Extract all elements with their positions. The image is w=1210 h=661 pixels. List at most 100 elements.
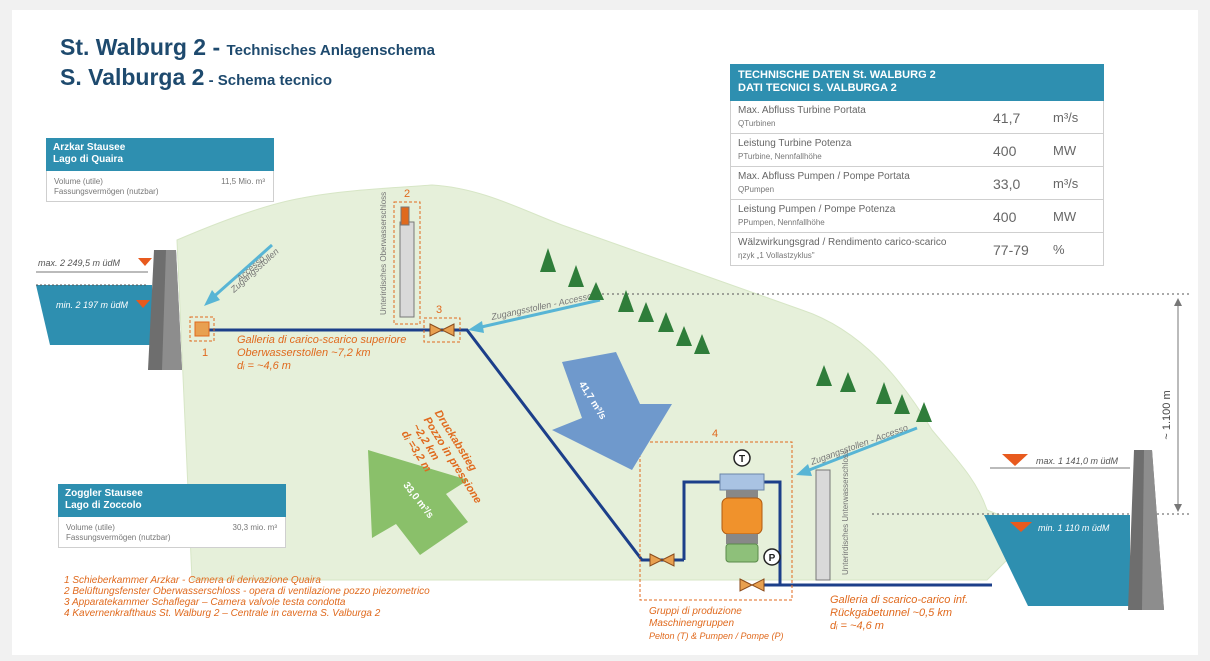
surge-tank-2-frame bbox=[393, 201, 421, 325]
upper-reservoir-row-2: Fassungsvermögen (nutzbar) bbox=[54, 187, 159, 196]
legend-item: 3 Apparatekammer Schaflegar – Camera val… bbox=[64, 597, 346, 608]
num-2: 2 bbox=[404, 188, 410, 200]
tech-row-unit: m³/s bbox=[1053, 110, 1079, 125]
lower-reservoir-row-2: Fassungsvermögen (nutzbar) bbox=[66, 533, 171, 542]
upper-reservoir-box: Arzkar Stausee Lago di Quaira Volume (ut… bbox=[46, 138, 274, 202]
upper-reservoir-name-de: Arzkar Stausee bbox=[53, 142, 126, 153]
upper-reservoir-volume: 11,5 Mio. m³ bbox=[221, 177, 265, 186]
upper-reservoir-name-it: Lago di Quaira bbox=[53, 154, 124, 165]
access-top-arrow bbox=[476, 298, 601, 330]
gallery-upper-line-3: dᵢ = ~4,6 m bbox=[237, 360, 291, 372]
tech-header-it: DATI TECNICI S. VALBURGA 2 bbox=[738, 82, 897, 94]
upper-reservoir-body: Volume (utile) Fassungsvermögen (nutzbar… bbox=[46, 171, 274, 202]
num-4: 4 bbox=[712, 428, 718, 440]
tech-row-label: Max. Abfluss Pumpen / Pompe Portata bbox=[738, 171, 910, 182]
upper-reservoir-row-1: Volume (utile) bbox=[54, 177, 103, 186]
tech-row: Leistung Turbine Potenza PTurbine, Nennf… bbox=[730, 134, 1104, 167]
pump-flow-arrow bbox=[368, 450, 468, 555]
tech-row: Max. Abfluss Pumpen / Pompe Portata QPum… bbox=[730, 167, 1104, 200]
unit-pipe-left bbox=[682, 480, 720, 560]
title-line-2: S. Valburga 2 - Schema tecnico bbox=[60, 64, 332, 90]
tech-row-label: Leistung Turbine Potenza bbox=[738, 138, 852, 149]
access-lower-arrow bbox=[803, 426, 918, 474]
unit-pipe-right bbox=[757, 480, 782, 587]
upper-min-level-icon bbox=[136, 300, 150, 308]
legend-item: 4 Kavernenkrafthaus St. Walburg 2 – Cent… bbox=[64, 608, 381, 619]
lower-reservoir-body: Volume (utile) Fassungsvermögen (nutzbar… bbox=[58, 517, 286, 548]
lower-reservoir-water bbox=[984, 515, 1130, 606]
tech-row: Max. Abfluss Turbine Portata QTurbinen 4… bbox=[730, 101, 1104, 134]
powerhouse-frame bbox=[639, 441, 793, 601]
tech-row-value: 33,0 bbox=[993, 176, 1021, 192]
tech-row: Wälzwirkungsgrad / Rendimento carico-sca… bbox=[730, 233, 1104, 266]
legend-item: 2 Belüftungsfenster Oberwasserschloss - … bbox=[64, 586, 430, 597]
scheme-drawing: ~ 1.100 m max. 2 249,5 m üdM min. 2 197 … bbox=[36, 184, 1190, 610]
lower-reservoir-name-de: Zoggler Stausee bbox=[65, 488, 143, 499]
lower-max-level: max. 1 141,0 m üdM bbox=[1036, 456, 1119, 466]
lower-max-level-icon bbox=[1002, 454, 1028, 466]
tech-row-sub: ηzyk „1 Vollastzyklus" bbox=[738, 251, 815, 260]
surge-upper-label: Unterirdisches Oberwasserschloss bbox=[379, 192, 388, 315]
lower-reservoir-header: Zoggler Stausee Lago di Zoccolo bbox=[58, 484, 286, 517]
tech-row-unit: % bbox=[1053, 242, 1065, 257]
height-arrow-bottom bbox=[1174, 504, 1182, 512]
valve-unit-left-icon bbox=[649, 553, 675, 567]
tech-row-sub: QPumpen bbox=[738, 185, 775, 194]
access-upper-arrow bbox=[209, 243, 273, 302]
num-3: 3 bbox=[436, 304, 442, 316]
gallery-lower-label: Galleria di scarico-carico inf. Rückgabe… bbox=[830, 594, 968, 633]
legend: 1 Schieberkammer Arzkar - Camera di deri… bbox=[64, 575, 430, 619]
units-label: Gruppi di produzione Maschinengruppen Pe… bbox=[649, 606, 784, 642]
lower-reservoir-box: Zoggler Stausee Lago di Zoccolo Volume (… bbox=[58, 484, 286, 548]
tech-row-sub: PTurbine, Nennfallhöhe bbox=[738, 152, 822, 161]
title-line-1: St. Walburg 2 - Technisches Anlagenschem… bbox=[60, 34, 435, 60]
surge-lower-label: Unterirdisches Unterwasserschloss bbox=[841, 450, 850, 575]
lower-min-level: min. 1 110 m üdM bbox=[1038, 523, 1110, 533]
ventilation-opening bbox=[400, 206, 410, 226]
tech-row-label: Leistung Pumpen / Pompe Potenza bbox=[738, 204, 896, 215]
units-line-1: Gruppi di produzione bbox=[649, 606, 742, 617]
trees bbox=[540, 248, 932, 422]
height-arrow-top bbox=[1174, 298, 1182, 306]
upper-dam-face bbox=[162, 250, 182, 370]
gallery-upper-line-2: Oberwasserstollen ~7,2 km bbox=[237, 347, 371, 359]
valve-3-frame bbox=[423, 317, 461, 343]
tech-row-sub: QTurbinen bbox=[738, 119, 776, 128]
pump-icon bbox=[763, 548, 781, 566]
gallery-upper-label: Galleria di carico-scarico superiore Obe… bbox=[237, 334, 406, 373]
units-line-3: Pelton (T) & Pumpen / Pompe (P) bbox=[649, 631, 784, 641]
valve-unit-right-icon bbox=[739, 578, 765, 592]
lower-reservoir-name-it: Lago di Zoccolo bbox=[65, 500, 142, 511]
upper-max-level: max. 2 249,5 m üdM bbox=[38, 258, 121, 268]
tech-row-unit: MW bbox=[1053, 143, 1077, 158]
upper-surge-tank bbox=[399, 221, 415, 318]
tech-row-value: 400 bbox=[993, 143, 1017, 159]
access-lower-arrowhead bbox=[796, 464, 812, 476]
num-1: 1 bbox=[202, 347, 208, 359]
upper-min-level: min. 2 197 m üdM bbox=[56, 300, 129, 310]
tech-header-de: TECHNISCHE DATEN St. WALBURG 2 bbox=[738, 69, 936, 81]
lower-surge-tank bbox=[815, 469, 831, 581]
technical-data-table: TECHNISCHE DATEN St. WALBURG 2 DATI TECN… bbox=[730, 64, 1104, 266]
tech-row-unit: MW bbox=[1053, 209, 1077, 224]
valve-chamber-1-frame bbox=[189, 316, 215, 342]
gallery-lower-line-3: dᵢ = ~4,6 m bbox=[830, 620, 884, 632]
tech-row-label: Max. Abfluss Turbine Portata bbox=[738, 105, 866, 116]
lower-dam-face bbox=[1142, 450, 1164, 610]
pump-label: P bbox=[769, 553, 776, 564]
gallery-lower-line-1: Galleria di scarico-carico inf. bbox=[830, 594, 969, 606]
diagram-page: St. Walburg 2 - Technisches Anlagenschem… bbox=[12, 10, 1198, 655]
tech-row-sub: PPumpen, Nennfallhöhe bbox=[738, 218, 825, 227]
height-label: ~ 1.100 m bbox=[1161, 390, 1173, 439]
lower-reservoir-volume: 30,3 mio. m³ bbox=[232, 523, 277, 532]
access-top-arrowhead bbox=[468, 321, 484, 333]
upper-reservoir-header: Arzkar Stausee Lago di Quaira bbox=[46, 138, 274, 171]
gallery-lower-line-2: Rückgabetunnel ~0,5 km bbox=[830, 607, 952, 619]
valve-3-icon bbox=[429, 323, 455, 337]
units-line-2: Maschinengruppen bbox=[649, 618, 735, 629]
tech-row-value: 400 bbox=[993, 209, 1017, 225]
lower-reservoir-row-1: Volume (utile) bbox=[66, 523, 115, 532]
lower-min-level-icon bbox=[1010, 522, 1032, 532]
tech-row-value: 41,7 bbox=[993, 110, 1021, 126]
machine-group bbox=[719, 473, 765, 563]
